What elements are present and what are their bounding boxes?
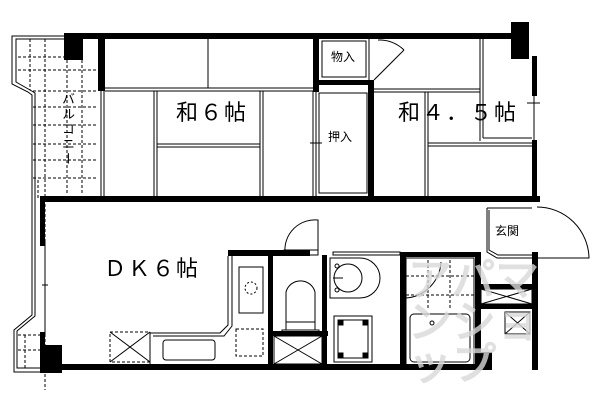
balcony-area (11, 35, 98, 390)
kitchen-fixtures (109, 219, 319, 364)
room-label-balcony: バルコニー (59, 92, 74, 167)
room-label-washitsu-4-5: 和４．５帖 (398, 101, 519, 126)
room-label-washitsu-6: 和６帖 (176, 101, 249, 126)
washroom (329, 251, 401, 363)
room-label-dk-6: ＤＫ６帖 (104, 257, 201, 282)
room-label-entrance: 玄関 (495, 224, 520, 238)
tatami-lines (42, 38, 540, 335)
walls (40, 22, 540, 373)
toilet (273, 280, 323, 365)
entrance (480, 206, 590, 335)
watermark: アパマンショップ (408, 255, 540, 390)
room-label-storage: 物入 (331, 50, 356, 64)
room-label-closet: 押入 (328, 130, 353, 144)
bathroom (405, 257, 475, 367)
